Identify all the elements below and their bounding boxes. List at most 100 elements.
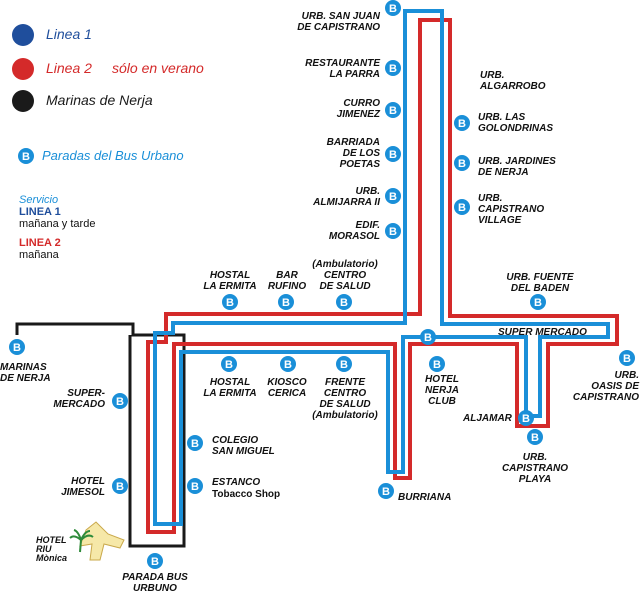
bus-stop-letter: B bbox=[382, 486, 390, 498]
hotel-riu-building bbox=[69, 521, 125, 561]
bus-stop-icon-urb-almijarra: B bbox=[385, 188, 401, 204]
bus-stop-icon-hostal-ermita-top: B bbox=[222, 294, 238, 310]
stop-label-estanco: ESTANCO bbox=[212, 477, 261, 488]
linea1-route bbox=[153, 9, 610, 526]
stop-label-tobacco-shop: Tobacco Shop bbox=[212, 489, 281, 500]
linea2-legend-label: Linea 2 bbox=[46, 60, 92, 76]
marinas-route-line bbox=[15, 322, 186, 548]
bus-stop-circle bbox=[527, 429, 543, 445]
bus-stop-letter: B bbox=[13, 342, 21, 354]
bus-stop-icon-edif-morasol: B bbox=[385, 223, 401, 239]
bus-stop-icon-legend: B bbox=[18, 148, 34, 164]
bus-stop-circle bbox=[385, 188, 401, 204]
stop-label-aljamar: ALJAMAR bbox=[463, 413, 512, 424]
marinas-legend-dot bbox=[12, 90, 34, 112]
bus-stop-icon-hotel-jimesol: B bbox=[112, 478, 128, 494]
bus-stop-icon-aljamar: B bbox=[518, 410, 534, 426]
bus-stop-circle bbox=[112, 393, 128, 409]
bus-stop-icon-frente-centro-salud: B bbox=[336, 356, 352, 372]
servicio-label: Servicio bbox=[19, 194, 59, 206]
bus-stop-letter: B bbox=[389, 105, 397, 117]
stop-label-supermercado-left: SUPER-MERCADO bbox=[53, 388, 105, 410]
bus-stop-letter: B bbox=[340, 297, 348, 309]
bus-stop-icon-centro-salud-top: B bbox=[336, 294, 352, 310]
bus-stop-circle bbox=[112, 478, 128, 494]
linea2-schedule: mañana bbox=[19, 249, 59, 261]
bus-stop-letter: B bbox=[340, 359, 348, 371]
bus-stop-icon-hostal-ermita-bottom: B bbox=[221, 356, 237, 372]
bus-stop-letter: B bbox=[389, 3, 397, 15]
linea1-route-line bbox=[153, 9, 610, 526]
linea1-service-label: LINEA 1 bbox=[19, 206, 61, 218]
stop-label-burriana: BURRIANA bbox=[398, 492, 452, 503]
bus-stop-letter: B bbox=[116, 396, 124, 408]
bus-stop-letter: B bbox=[284, 359, 292, 371]
bus-stop-circle bbox=[619, 350, 635, 366]
bus-stop-circle bbox=[278, 294, 294, 310]
stop-label-super-mercado: SUPER MERCADO bbox=[498, 327, 587, 338]
bus-stop-icon-supermercado-left: B bbox=[112, 393, 128, 409]
bus-stop-circle bbox=[378, 483, 394, 499]
bus-stop-icon-super-mercado: B bbox=[420, 329, 436, 345]
bus-stop-circle bbox=[187, 478, 203, 494]
bus-stop-letter: B bbox=[458, 118, 466, 130]
bus-stop-letter: B bbox=[389, 63, 397, 75]
hotel-building-shape bbox=[79, 521, 125, 561]
bus-stop-icon-urb-jardines: B bbox=[454, 155, 470, 171]
paradas-legend-label: Paradas del Bus Urbano bbox=[42, 148, 184, 163]
bus-stop-icon-marinas-nerja: B bbox=[9, 339, 25, 355]
bus-stop-icon-restaurante-parra: B bbox=[385, 60, 401, 76]
bus-stop-letter: B bbox=[282, 297, 290, 309]
bus-stop-icon-estanco: B bbox=[187, 478, 203, 494]
linea1-legend-dot bbox=[12, 24, 34, 46]
linea1-legend-label: Linea 1 bbox=[46, 26, 92, 42]
bus-stop-icon-kiosco-cerica: B bbox=[280, 356, 296, 372]
bus-stop-icon-urb-capistrano-village: B bbox=[454, 199, 470, 215]
bus-stop-letter: B bbox=[623, 353, 631, 365]
bus-stop-icon-urb-golondrinas: B bbox=[454, 115, 470, 131]
bus-stop-letter: B bbox=[534, 297, 542, 309]
marinas-legend-label: Marinas de Nerja bbox=[46, 92, 153, 108]
stop-label-urb-algarrobo: URB.ALGARROBO bbox=[480, 70, 546, 92]
bus-stop-letter: B bbox=[389, 191, 397, 203]
bus-stop-letter: B bbox=[531, 432, 539, 444]
bus-stop-circle bbox=[221, 356, 237, 372]
palm-tree-icon bbox=[69, 529, 94, 553]
linea2-service-label: LINEA 2 bbox=[19, 237, 61, 249]
bus-stop-letter: B bbox=[389, 226, 397, 238]
bus-stop-letter: B bbox=[22, 151, 30, 163]
bus-stop-icon-colegio: B bbox=[187, 435, 203, 451]
bus-stop-icon-curro-jimenez: B bbox=[385, 102, 401, 118]
stop-label-edif-morasol: EDIF.MORASOL bbox=[328, 220, 380, 242]
bus-stop-icon-parada-bus: B bbox=[147, 553, 163, 569]
bus-stop-icon-urb-capistrano-playa: B bbox=[527, 429, 543, 445]
bus-stop-circle bbox=[420, 329, 436, 345]
bus-stop-letter: B bbox=[458, 158, 466, 170]
bus-stop-letter: B bbox=[151, 556, 159, 568]
marinas-route bbox=[15, 322, 186, 548]
bus-stop-circle bbox=[385, 0, 401, 16]
bus-stop-circle bbox=[9, 339, 25, 355]
bus-stop-circle bbox=[336, 356, 352, 372]
bus-stop-circle bbox=[454, 155, 470, 171]
bus-stop-circle bbox=[518, 410, 534, 426]
bus-stop-circle bbox=[385, 146, 401, 162]
linea2-route-line bbox=[146, 18, 619, 534]
bus-stop-icon-barriada-poetas: B bbox=[385, 146, 401, 162]
